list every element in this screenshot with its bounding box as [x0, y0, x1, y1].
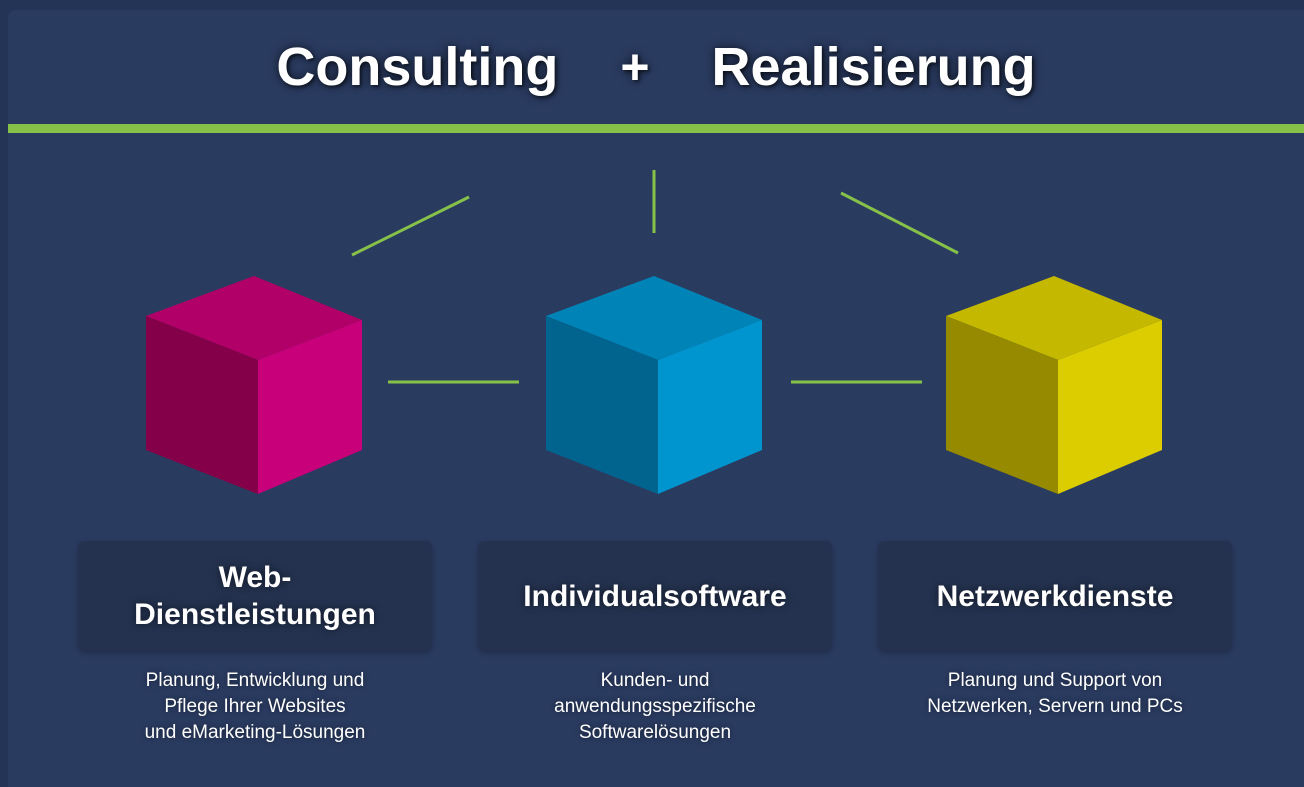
- service-title-line: Web-: [218, 561, 292, 594]
- page-title: Consulting + Realisierung: [8, 10, 1304, 124]
- service-description-software: Kunden- und anwendungsspezifische Softwa…: [478, 668, 832, 746]
- magenta-cube-icon: [146, 276, 362, 494]
- service-card-network[interactable]: Netzwerkdienste: [878, 541, 1232, 651]
- description-line: Planung und Support von: [947, 670, 1163, 691]
- service-title-line: Dienstleistungen: [134, 598, 376, 631]
- title-plus: +: [620, 39, 650, 95]
- service-description-web: Planung, Entwicklung und Pflege Ihrer We…: [78, 668, 432, 746]
- title-consulting: Consulting: [276, 37, 559, 97]
- title-realisierung: Realisierung: [711, 37, 1036, 97]
- service-title-line: Individualsoftware: [523, 579, 787, 613]
- connector-line-top-right: [840, 191, 959, 255]
- green-divider: [8, 124, 1304, 133]
- description-line: Softwarelösungen: [578, 722, 732, 743]
- service-card-web[interactable]: Web- Dienstleistungen: [78, 541, 432, 651]
- description-line: und eMarketing-Lösungen: [144, 722, 366, 743]
- description-line: Netzwerken, Servern und PCs: [927, 696, 1183, 717]
- yellow-cube-icon: [946, 276, 1162, 494]
- cyan-cube-icon: [546, 276, 762, 494]
- service-card-software[interactable]: Individualsoftware: [478, 541, 832, 651]
- description-line: anwendungsspezifische: [554, 696, 756, 717]
- description-line: Planung, Entwicklung und: [145, 670, 365, 691]
- service-title-line: Netzwerkdienste: [936, 579, 1174, 613]
- description-line: Pflege Ihrer Websites: [164, 696, 346, 717]
- connector-line-top-left: [351, 195, 470, 257]
- service-description-network: Planung und Support von Netzwerken, Serv…: [878, 668, 1232, 720]
- description-line: Kunden- und: [600, 670, 710, 691]
